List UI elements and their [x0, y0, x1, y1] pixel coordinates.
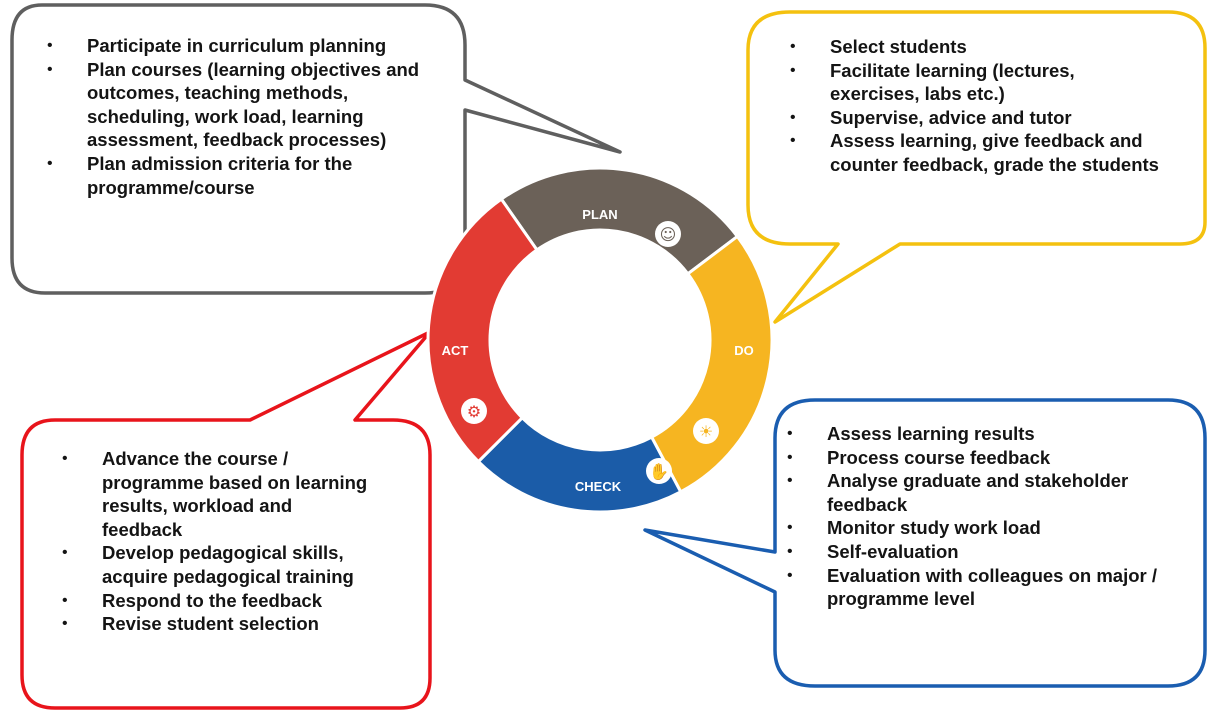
do-callout-item: Supervise, advice and tutor — [790, 106, 1160, 130]
do-callout-item: Assess learning, give feedback and count… — [790, 129, 1160, 176]
lightbulb-icon-glyph: ☀ — [699, 422, 713, 441]
plan-segment-label: PLAN — [582, 207, 617, 222]
check-callout-item: Monitor study work load — [787, 516, 1157, 540]
plan-segment — [499, 166, 740, 276]
check-callout-item: Analyse graduate and stakeholder feedbac… — [787, 469, 1157, 516]
pdca-cycle-ring: PLAN ☺ DO ☀ CHECK ✋ ACT ⚙ — [426, 166, 774, 514]
plan-callout-item: Plan courses (learning objectives and ou… — [47, 58, 447, 152]
plan-callout-item: Plan admission criteria for the programm… — [47, 152, 447, 199]
people-icon-glyph: ☺ — [660, 225, 677, 244]
act-segment — [426, 197, 539, 464]
gear-people-icon-glyph: ⚙ — [467, 402, 481, 421]
act-segment-label: ACT — [442, 343, 469, 358]
people-icon — [655, 221, 681, 247]
do-segment-label: DO — [734, 343, 754, 358]
check-callout-item: Assess learning results — [787, 422, 1157, 446]
check-callout-item: Self-evaluation — [787, 540, 1157, 564]
check-callout-item: Evaluation with colleagues on major / pr… — [787, 564, 1157, 611]
check-callout-item: Process course feedback — [787, 446, 1157, 470]
check-segment-label: CHECK — [575, 479, 622, 494]
handshake-icon-glyph: ✋ — [649, 462, 669, 481]
do-callout-item: Facilitate learning (lectures, exercises… — [790, 59, 1160, 106]
do-segment — [649, 234, 774, 494]
act-callout-list: Advance the course / programme based on … — [62, 447, 372, 636]
act-callout-item: Advance the course / programme based on … — [62, 447, 372, 541]
gear-people-icon — [461, 398, 487, 424]
handshake-icon — [646, 458, 672, 484]
do-callout-list: Select studentsFacilitate learning (lect… — [790, 35, 1160, 177]
lightbulb-icon — [693, 418, 719, 444]
act-callout-item: Develop pedagogical skills, acquire peda… — [62, 541, 372, 588]
act-callout-item: Respond to the feedback — [62, 589, 372, 613]
plan-callout-item: Participate in curriculum planning — [47, 34, 447, 58]
check-callout-list: Assess learning resultsProcess course fe… — [787, 422, 1157, 611]
do-callout-item: Select students — [790, 35, 1160, 59]
plan-callout-list: Participate in curriculum planningPlan c… — [47, 34, 447, 199]
act-callout-item: Revise student selection — [62, 612, 372, 636]
